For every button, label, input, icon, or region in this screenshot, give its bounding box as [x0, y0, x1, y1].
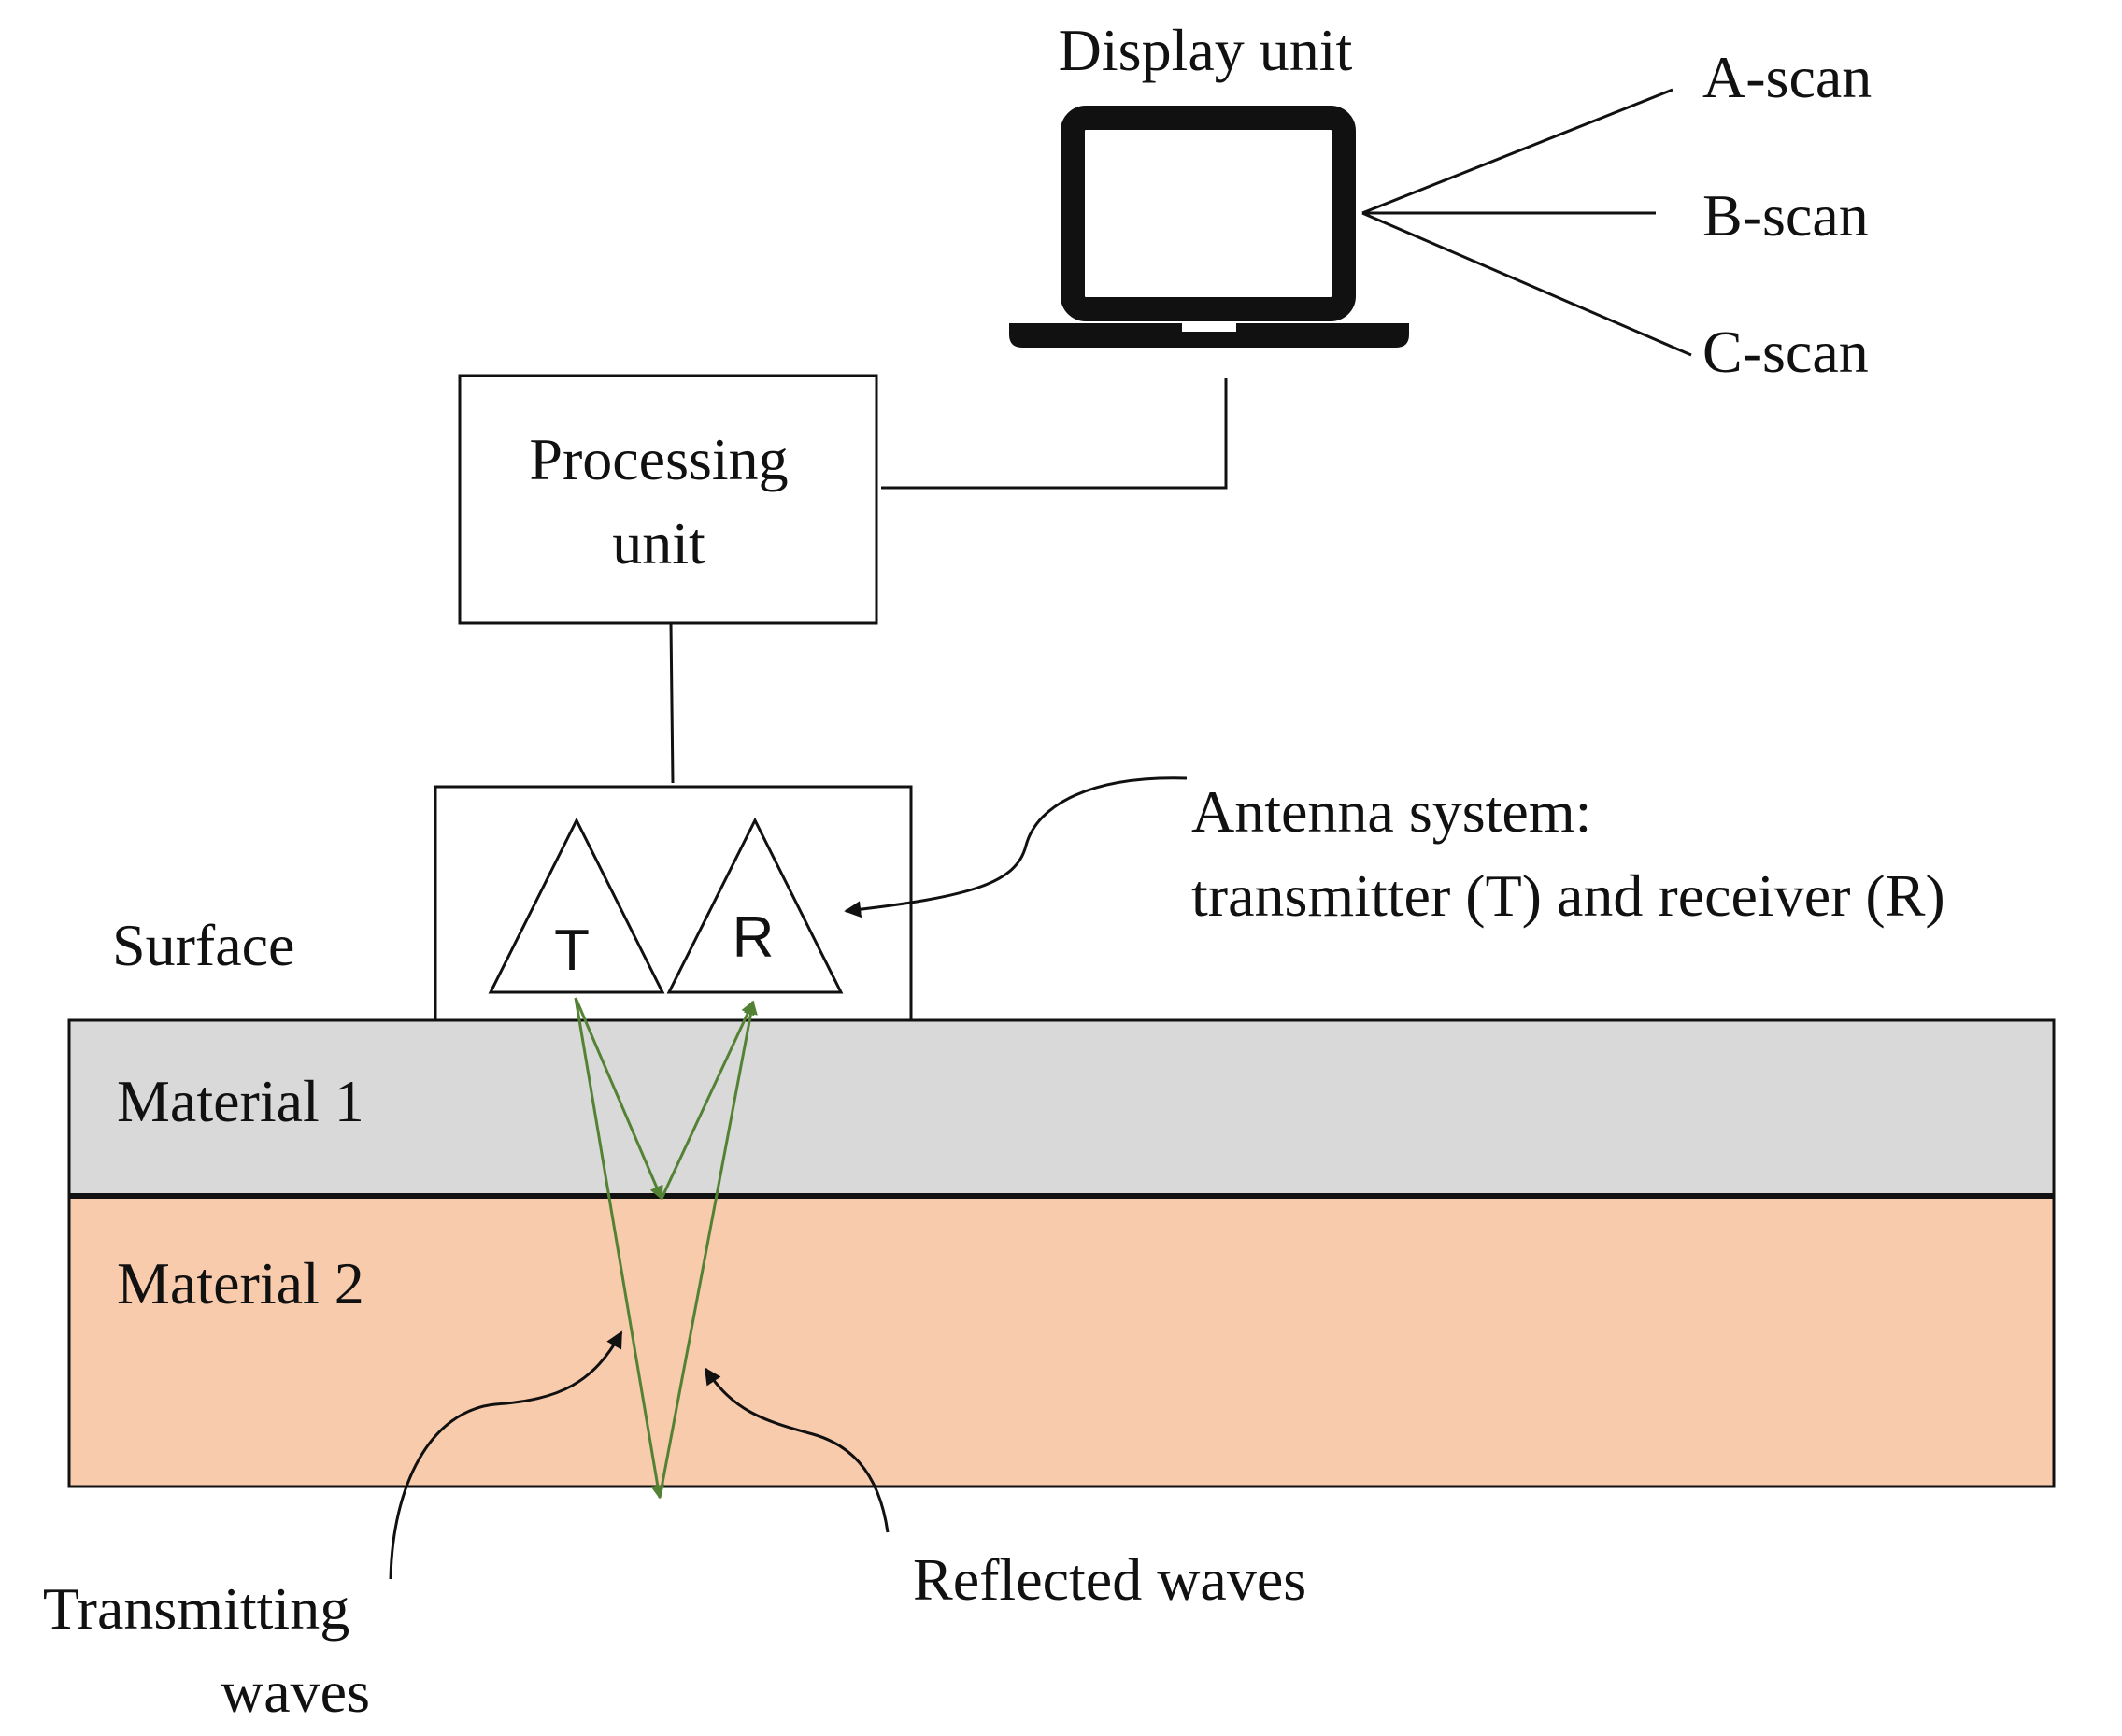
transmitter-triangle [488, 817, 665, 994]
receiver-letter: R [733, 905, 775, 970]
material-1-label: Material 1 [117, 1068, 364, 1134]
transmitter-letter: T [554, 918, 590, 983]
a-scan-label: A-scan [1702, 44, 1872, 110]
processing-unit-box [458, 374, 878, 625]
antenna-system-label-line1: Antenna system: [1191, 778, 1591, 845]
surface-label: Surface [112, 912, 294, 978]
receiver-triangle [666, 817, 844, 994]
antenna-pointer-arrow [844, 776, 1188, 918]
c-scan-label: C-scan [1702, 319, 1869, 385]
display-unit-title: Display unit [1059, 17, 1353, 83]
material-2-label: Material 2 [117, 1250, 364, 1316]
transmitting-waves-pointer-arrow [389, 1330, 623, 1580]
wave-paths [574, 997, 758, 1500]
processing-unit-label-line1: Processing [529, 426, 788, 492]
antenna-system-label-line2: transmitter (T) and receiver (R) [1191, 862, 1945, 929]
transmitting-waves-label-line1: Transmitting [43, 1575, 349, 1642]
laptop-icon [1009, 106, 1409, 348]
transmitted-wave-to-bottom [574, 997, 665, 1500]
material-2-layer [67, 1195, 2056, 1488]
transmitting-waves-label-line2: waves [221, 1658, 370, 1725]
reflected-waves-label: Reflected waves [913, 1546, 1306, 1613]
reflected-wave-from-boundary [660, 1000, 755, 1200]
scan-connector-lines [1361, 88, 1692, 357]
transmitted-wave-to-boundary [574, 997, 663, 1201]
processing-to-antenna-connector [669, 622, 675, 784]
reflected-wave-from-bottom [658, 1000, 758, 1499]
processing-to-display-connector [881, 378, 1228, 490]
reflected-waves-pointer-arrow [704, 1367, 890, 1533]
processing-unit-label-line2: unit [612, 510, 705, 576]
material-1-layer [67, 1018, 2056, 1197]
b-scan-label: B-scan [1702, 182, 1869, 249]
